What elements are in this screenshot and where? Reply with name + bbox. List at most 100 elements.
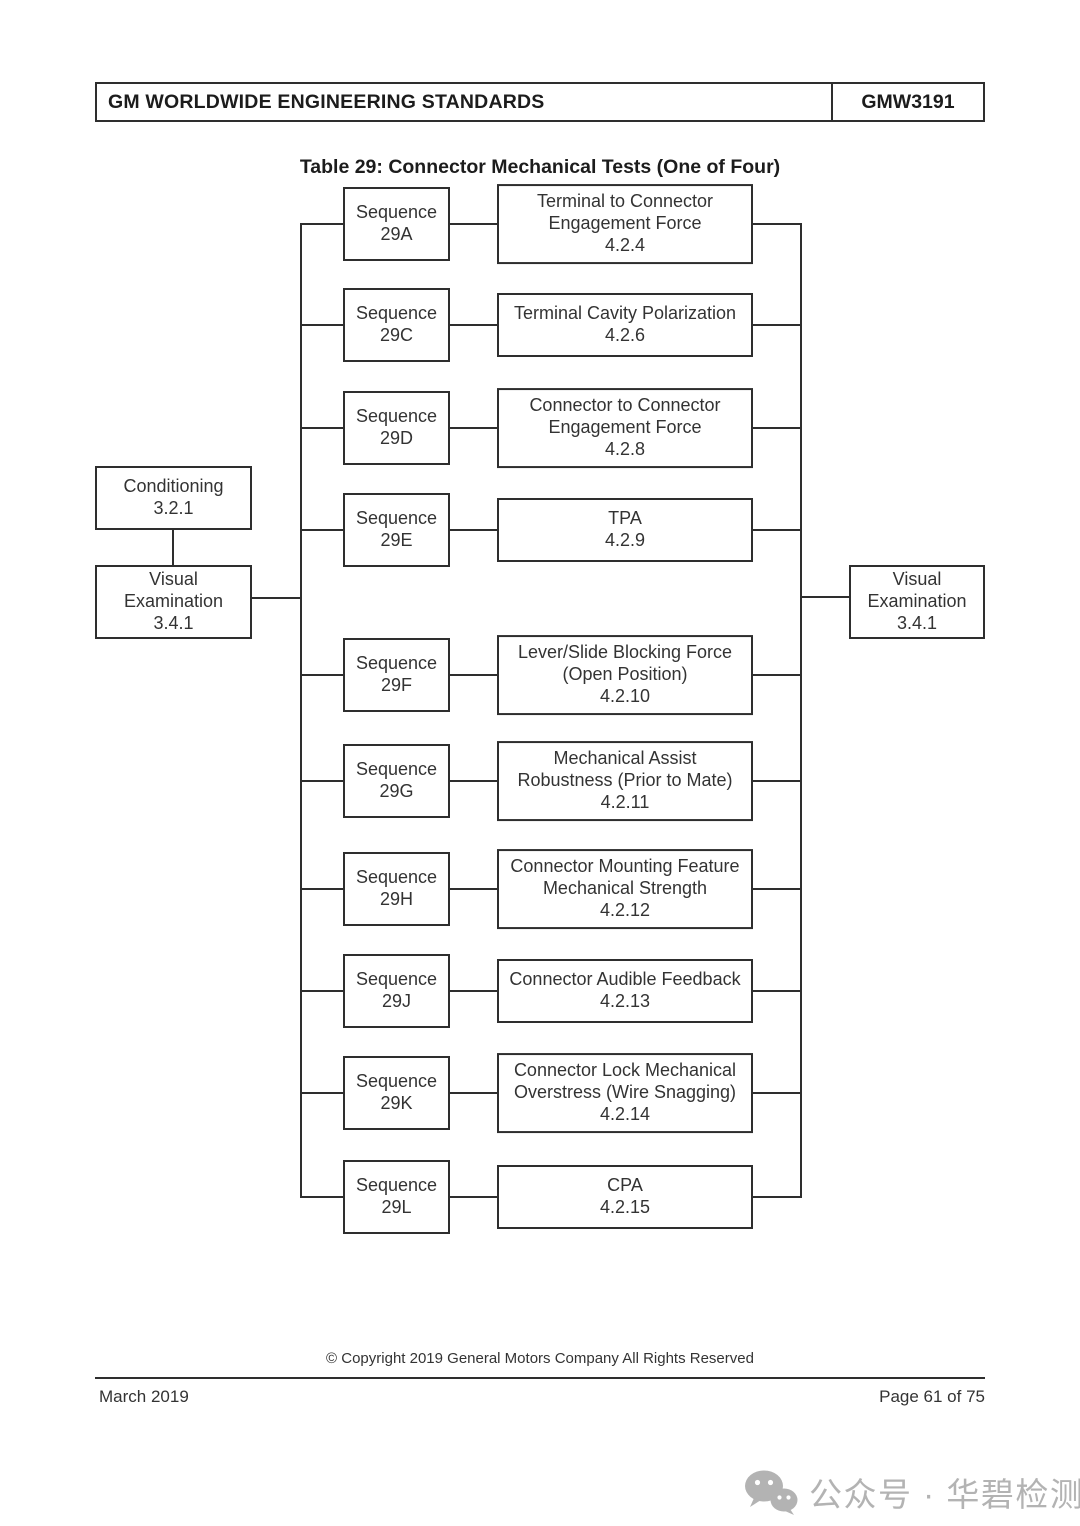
connector-line xyxy=(448,990,499,992)
connector-line xyxy=(448,529,499,531)
sequence-box: Sequence 29L xyxy=(343,1160,450,1234)
test-ref: 4.2.13 xyxy=(599,991,651,1011)
test-title: Mechanical Assist Robustness (Prior to M… xyxy=(517,748,733,791)
connector-line xyxy=(300,888,345,890)
test-ref: 4.2.14 xyxy=(599,1103,651,1124)
right-trunk-line xyxy=(800,223,802,1198)
test-ref: 4.2.8 xyxy=(604,438,646,459)
watermark: 公众号 · 华碧检测 xyxy=(744,1468,1080,1516)
test-ref: 4.2.9 xyxy=(604,530,646,550)
sequence-box: Sequence 29J xyxy=(343,954,450,1028)
test-title: Lever/Slide Blocking Force (Open Positio… xyxy=(517,642,733,685)
connector-line xyxy=(300,223,345,225)
sequence-id: 29F xyxy=(380,675,413,695)
test-title: Connector Mounting Feature Mechanical St… xyxy=(510,856,740,899)
connector-line xyxy=(300,427,345,429)
sequence-box: Sequence 29A xyxy=(343,187,450,261)
test-box: Connector Lock Mechanical Overstress (Wi… xyxy=(497,1053,753,1133)
box-ref: 3.2.1 xyxy=(153,498,194,518)
box-ref: 3.4.1 xyxy=(896,612,938,633)
page-number: Page 61 of 75 xyxy=(879,1387,985,1406)
connector-line xyxy=(751,427,802,429)
connector-line xyxy=(751,780,802,782)
sequence-id: 29K xyxy=(380,1093,413,1113)
header-bar: GM WORLDWIDE ENGINEERING STANDARDS GMW31… xyxy=(95,82,985,122)
visual-examination-right-box: Visual Examination 3.4.1 xyxy=(849,565,985,639)
box-ref: 3.4.1 xyxy=(153,612,194,633)
connector-line xyxy=(448,888,499,890)
sequence-word: Sequence xyxy=(355,508,438,529)
test-ref: 4.2.11 xyxy=(600,791,650,812)
sequence-word: Sequence xyxy=(355,406,438,427)
connector-line xyxy=(300,674,345,676)
test-ref: 4.2.10 xyxy=(599,685,651,706)
test-box: Terminal to Connector Engagement Force 4… xyxy=(497,184,753,264)
connector-line xyxy=(751,324,802,326)
test-ref: 4.2.4 xyxy=(604,234,646,255)
test-ref: 4.2.6 xyxy=(604,325,646,345)
test-title: Terminal to Connector Engagement Force xyxy=(536,191,714,234)
connector-line xyxy=(751,529,802,531)
connector-line xyxy=(751,674,802,676)
box-label: Visual Examination xyxy=(123,569,224,612)
sequence-id: 29L xyxy=(381,1197,412,1217)
test-title: Connector Audible Feedback xyxy=(509,969,741,990)
sequence-word: Sequence xyxy=(355,759,438,780)
test-title: Terminal Cavity Polarization xyxy=(513,303,737,324)
footer-date: March 2019 xyxy=(99,1387,189,1406)
connector-line xyxy=(751,1196,802,1198)
connector-line xyxy=(251,597,302,599)
test-box: Connector Audible Feedback 4.2.13 xyxy=(497,959,753,1023)
test-ref: 4.2.12 xyxy=(599,899,651,920)
wechat-icon xyxy=(745,1470,798,1515)
sequence-id: 29G xyxy=(379,781,414,801)
test-box: CPA 4.2.15 xyxy=(497,1165,753,1229)
sequence-box: Sequence 29K xyxy=(343,1056,450,1130)
connector-line xyxy=(300,1196,345,1198)
test-box: Mechanical Assist Robustness (Prior to M… xyxy=(497,741,753,821)
table-title: Table 29: Connector Mechanical Tests (On… xyxy=(299,156,781,178)
test-box: Connector to Connector Engagement Force … xyxy=(497,388,753,468)
sequence-box: Sequence 29G xyxy=(343,744,450,818)
sequence-word: Sequence xyxy=(355,1071,438,1092)
header-title: GM WORLDWIDE ENGINEERING STANDARDS xyxy=(108,90,545,113)
sequence-word: Sequence xyxy=(355,303,438,324)
connector-line xyxy=(448,324,499,326)
sequence-id: 29C xyxy=(379,325,414,345)
left-trunk-line xyxy=(300,223,302,1198)
test-box: Terminal Cavity Polarization 4.2.6 xyxy=(497,293,753,357)
connector-line xyxy=(448,780,499,782)
doc-code: GMW3191 xyxy=(831,84,983,120)
connector-line xyxy=(300,1092,345,1094)
sequence-box: Sequence 29C xyxy=(343,288,450,362)
sequence-word: Sequence xyxy=(355,653,438,674)
test-box: Lever/Slide Blocking Force (Open Positio… xyxy=(497,635,753,715)
footer-divider xyxy=(95,1377,985,1379)
test-title: Connector to Connector Engagement Force xyxy=(529,395,721,438)
connector-line xyxy=(800,596,851,598)
sequence-word: Sequence xyxy=(355,1175,438,1196)
connector-line xyxy=(448,427,499,429)
sequence-id: 29D xyxy=(379,428,414,448)
test-box: TPA 4.2.9 xyxy=(497,498,753,562)
box-label: Conditioning xyxy=(123,476,224,497)
sequence-word: Sequence xyxy=(355,969,438,990)
sequence-word: Sequence xyxy=(355,202,438,223)
connector-line xyxy=(448,1092,499,1094)
sequence-box: Sequence 29D xyxy=(343,391,450,465)
sequence-id: 29J xyxy=(381,991,412,1011)
connector-line xyxy=(448,223,499,225)
connector-line xyxy=(448,1196,499,1198)
sequence-box: Sequence 29F xyxy=(343,638,450,712)
visual-examination-left-box: Visual Examination 3.4.1 xyxy=(95,565,252,639)
connector-line xyxy=(172,530,174,565)
connector-line xyxy=(751,223,802,225)
connector-line xyxy=(751,1092,802,1094)
sequence-id: 29E xyxy=(380,530,413,550)
test-title: CPA xyxy=(607,1175,643,1196)
connector-line xyxy=(300,529,345,531)
connector-line xyxy=(751,888,802,890)
copyright-line: © Copyright 2019 General Motors Company … xyxy=(326,1350,754,1367)
watermark-text: 公众号 · 华碧检测 xyxy=(809,1476,1080,1513)
